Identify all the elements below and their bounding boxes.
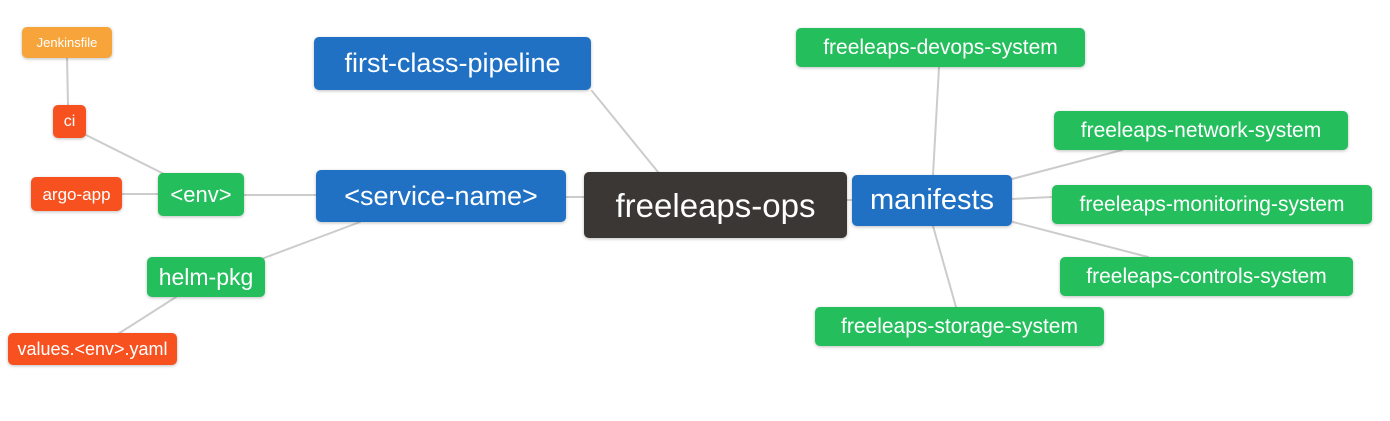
node-label-env: <env> [170, 181, 232, 207]
node-label-values-env-yaml: values.<env>.yaml [17, 339, 168, 359]
node-env[interactable]: <env> [158, 173, 244, 216]
node-freeleaps-controls-system[interactable]: freeleaps-controls-system [1060, 257, 1353, 296]
node-label-freeleaps-network-system: freeleaps-network-system [1080, 119, 1322, 142]
node-manifests[interactable]: manifests [852, 175, 1012, 226]
edge-manifests-to-freeleaps-monitoring-system [1011, 196, 1053, 200]
node-label-freeleaps-devops-system: freeleaps-devops-system [823, 36, 1058, 59]
node-label-jenkinsfile: Jenkinsfile [36, 35, 98, 50]
node-label-argo-app: argo-app [42, 184, 111, 204]
node-first-class-pipeline[interactable]: first-class-pipeline [314, 37, 591, 90]
edge-manifests-to-freeleaps-controls-system [1012, 221, 1149, 258]
node-label-helm-pkg: helm-pkg [158, 263, 254, 290]
node-jenkinsfile[interactable]: Jenkinsfile [22, 27, 112, 58]
node-freeleaps-devops-system[interactable]: freeleaps-devops-system [796, 28, 1085, 67]
node-label-freeleaps-ops: freeleaps-ops [615, 186, 816, 224]
node-label-freeleaps-monitoring-system: freeleaps-monitoring-system [1079, 193, 1345, 216]
node-label-freeleaps-controls-system: freeleaps-controls-system [1086, 265, 1327, 288]
node-service-name[interactable]: <service-name> [316, 170, 566, 222]
node-freeleaps-ops[interactable]: freeleaps-ops [584, 172, 847, 238]
node-values-env-yaml[interactable]: values.<env>.yaml [8, 333, 177, 365]
node-ci[interactable]: ci [53, 105, 86, 138]
edge-freeleaps-devops-system-to-manifests [932, 66, 940, 176]
node-freeleaps-monitoring-system[interactable]: freeleaps-monitoring-system [1052, 185, 1372, 224]
node-freeleaps-network-system[interactable]: freeleaps-network-system [1054, 111, 1348, 150]
node-label-freeleaps-storage-system: freeleaps-storage-system [841, 315, 1078, 338]
edge-service-name-to-helm-pkg [263, 221, 361, 259]
edge-manifests-to-freeleaps-network-system [1011, 149, 1123, 180]
node-label-service-name: <service-name> [344, 180, 538, 211]
node-freeleaps-storage-system[interactable]: freeleaps-storage-system [815, 307, 1104, 346]
node-label-first-class-pipeline: first-class-pipeline [344, 48, 561, 78]
edge-manifests-to-freeleaps-storage-system [932, 225, 957, 308]
edge-helm-pkg-to-values-env-yaml [117, 296, 177, 335]
node-label-ci: ci [63, 112, 76, 130]
edge-first-class-pipeline-to-freeleaps-ops [591, 90, 659, 173]
edge-ci-to-env [85, 134, 169, 177]
node-helm-pkg[interactable]: helm-pkg [147, 257, 265, 297]
node-argo-app[interactable]: argo-app [31, 177, 122, 211]
edge-jenkinsfile-to-ci [66, 56, 69, 106]
node-label-manifests: manifests [869, 184, 995, 216]
